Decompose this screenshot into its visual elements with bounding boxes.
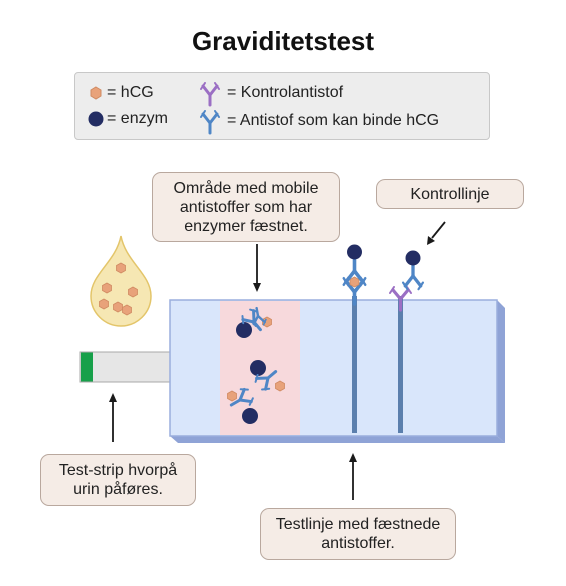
control-antibody-icon (389, 286, 412, 312)
enzyme-circle-icon (88, 111, 104, 127)
legend-control-antibody-label: = Kontrolantistof (227, 84, 344, 101)
arrow-icon (253, 244, 261, 292)
legend: = hCG = enzym = Kontrolantistof = Antist… (74, 72, 490, 140)
page-title: Graviditetstest (191, 26, 375, 56)
mobile-zone-callout: Område med mobile antistoffer som har en… (152, 172, 340, 242)
sample-pad (79, 351, 173, 383)
control-antibody-icon (200, 82, 220, 107)
arrow-icon (427, 221, 446, 245)
urine-drop-icon (90, 235, 152, 327)
legend-enzyme-label: = enzym (107, 110, 168, 127)
mobile-conjugate (250, 360, 285, 395)
mobile-zone-callout-line: antistoffer som har (179, 198, 313, 216)
mobile-zone-callout-line: enzymer fæstnet. (184, 217, 308, 235)
control-line-callout-line: Kontrollinje (410, 185, 490, 203)
sample-pad-callout: Test-strip hvorpå urin påføres. (40, 454, 196, 506)
test-line (341, 244, 368, 433)
arrow-icon (109, 393, 117, 442)
mobile-zone-callout-line: Område med mobile (173, 179, 319, 197)
legend-hcg-label: = hCG (107, 84, 154, 101)
control-line (389, 250, 425, 433)
mobile-antibody-zone (220, 301, 300, 435)
test-line-callout: Testlinje med fæstnede antistoffer. (260, 508, 456, 560)
mobile-conjugate (236, 305, 272, 338)
hcg-antibody-icon (200, 110, 220, 135)
test-line-callout-line: antistoffer. (321, 535, 395, 552)
mobile-conjugate (225, 384, 258, 424)
legend-hcg-antibody-label: = Antistof som kan binde hCG (227, 112, 440, 129)
hcg-hexagon-icon (90, 86, 102, 100)
control-line-callout: Kontrollinje (376, 179, 524, 209)
arrow-icon (349, 453, 357, 500)
test-line-callout-line: Testlinje med fæstnede (275, 516, 441, 533)
legend-icons (88, 82, 220, 135)
sample-pad-callout-line: Test-strip hvorpå (58, 462, 178, 479)
sample-pad-callout-line: urin påføres. (73, 481, 163, 498)
